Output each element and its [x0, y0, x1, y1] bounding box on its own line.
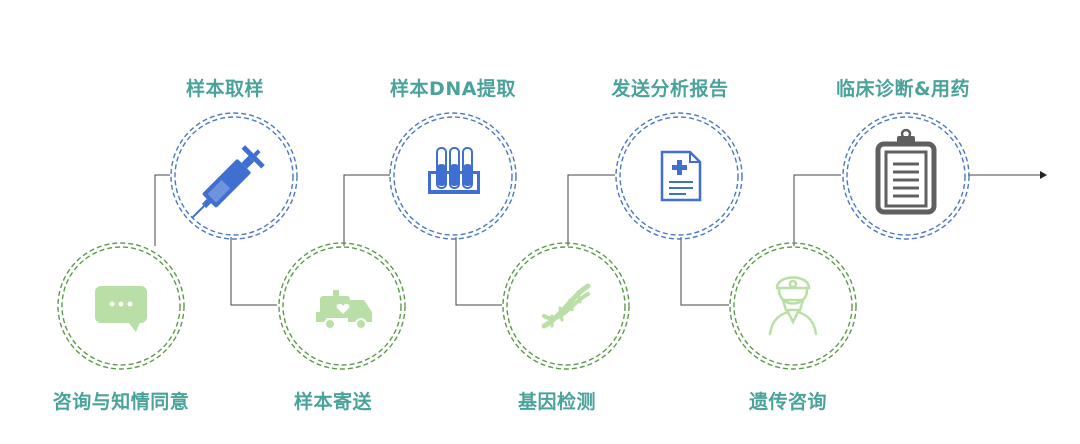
step-label-shipping: 样本寄送: [293, 391, 373, 413]
step-label-report: 发送分析报告: [611, 78, 729, 100]
test-tubes-icon: [428, 147, 480, 194]
step-label-counsel: 遗传咨询: [748, 391, 828, 413]
arrow-head-icon: [1040, 171, 1047, 179]
ring-detect: [502, 242, 630, 370]
chat-bubble-icon: [95, 286, 147, 332]
connector-sampling-shipping: [230, 237, 277, 306]
connector-detect-report: [567, 174, 615, 246]
ring-shipping: [278, 242, 406, 370]
syringe-icon: [191, 145, 265, 219]
ambulance-icon: [316, 290, 372, 330]
connector-dna-detect: [455, 237, 502, 306]
ring-treat: [842, 112, 970, 240]
doctor-icon: [768, 276, 818, 336]
step-label-dna: 样本DNA提取: [390, 78, 516, 100]
step-label-detect: 基因检测: [517, 391, 597, 413]
step-label-consult: 咨询与知情同意: [52, 391, 190, 413]
ring-consult: [57, 242, 185, 370]
connector-shipping-dna: [343, 174, 390, 246]
step-label-sampling: 样本取样: [185, 78, 265, 100]
connector-counsel-treat: [793, 174, 841, 246]
clipboard-icon: [875, 128, 937, 215]
ring-sampling: [170, 112, 298, 240]
medical-report-icon: [660, 150, 702, 202]
ring-counsel: [729, 242, 857, 370]
ring-dna: [389, 112, 517, 240]
connector-consult-sampling: [154, 174, 170, 246]
ring-report: [615, 112, 743, 240]
dna-icon: [541, 283, 591, 329]
step-label-treat: 临床诊断&用药: [835, 78, 971, 100]
connector-report-counsel: [680, 237, 729, 306]
